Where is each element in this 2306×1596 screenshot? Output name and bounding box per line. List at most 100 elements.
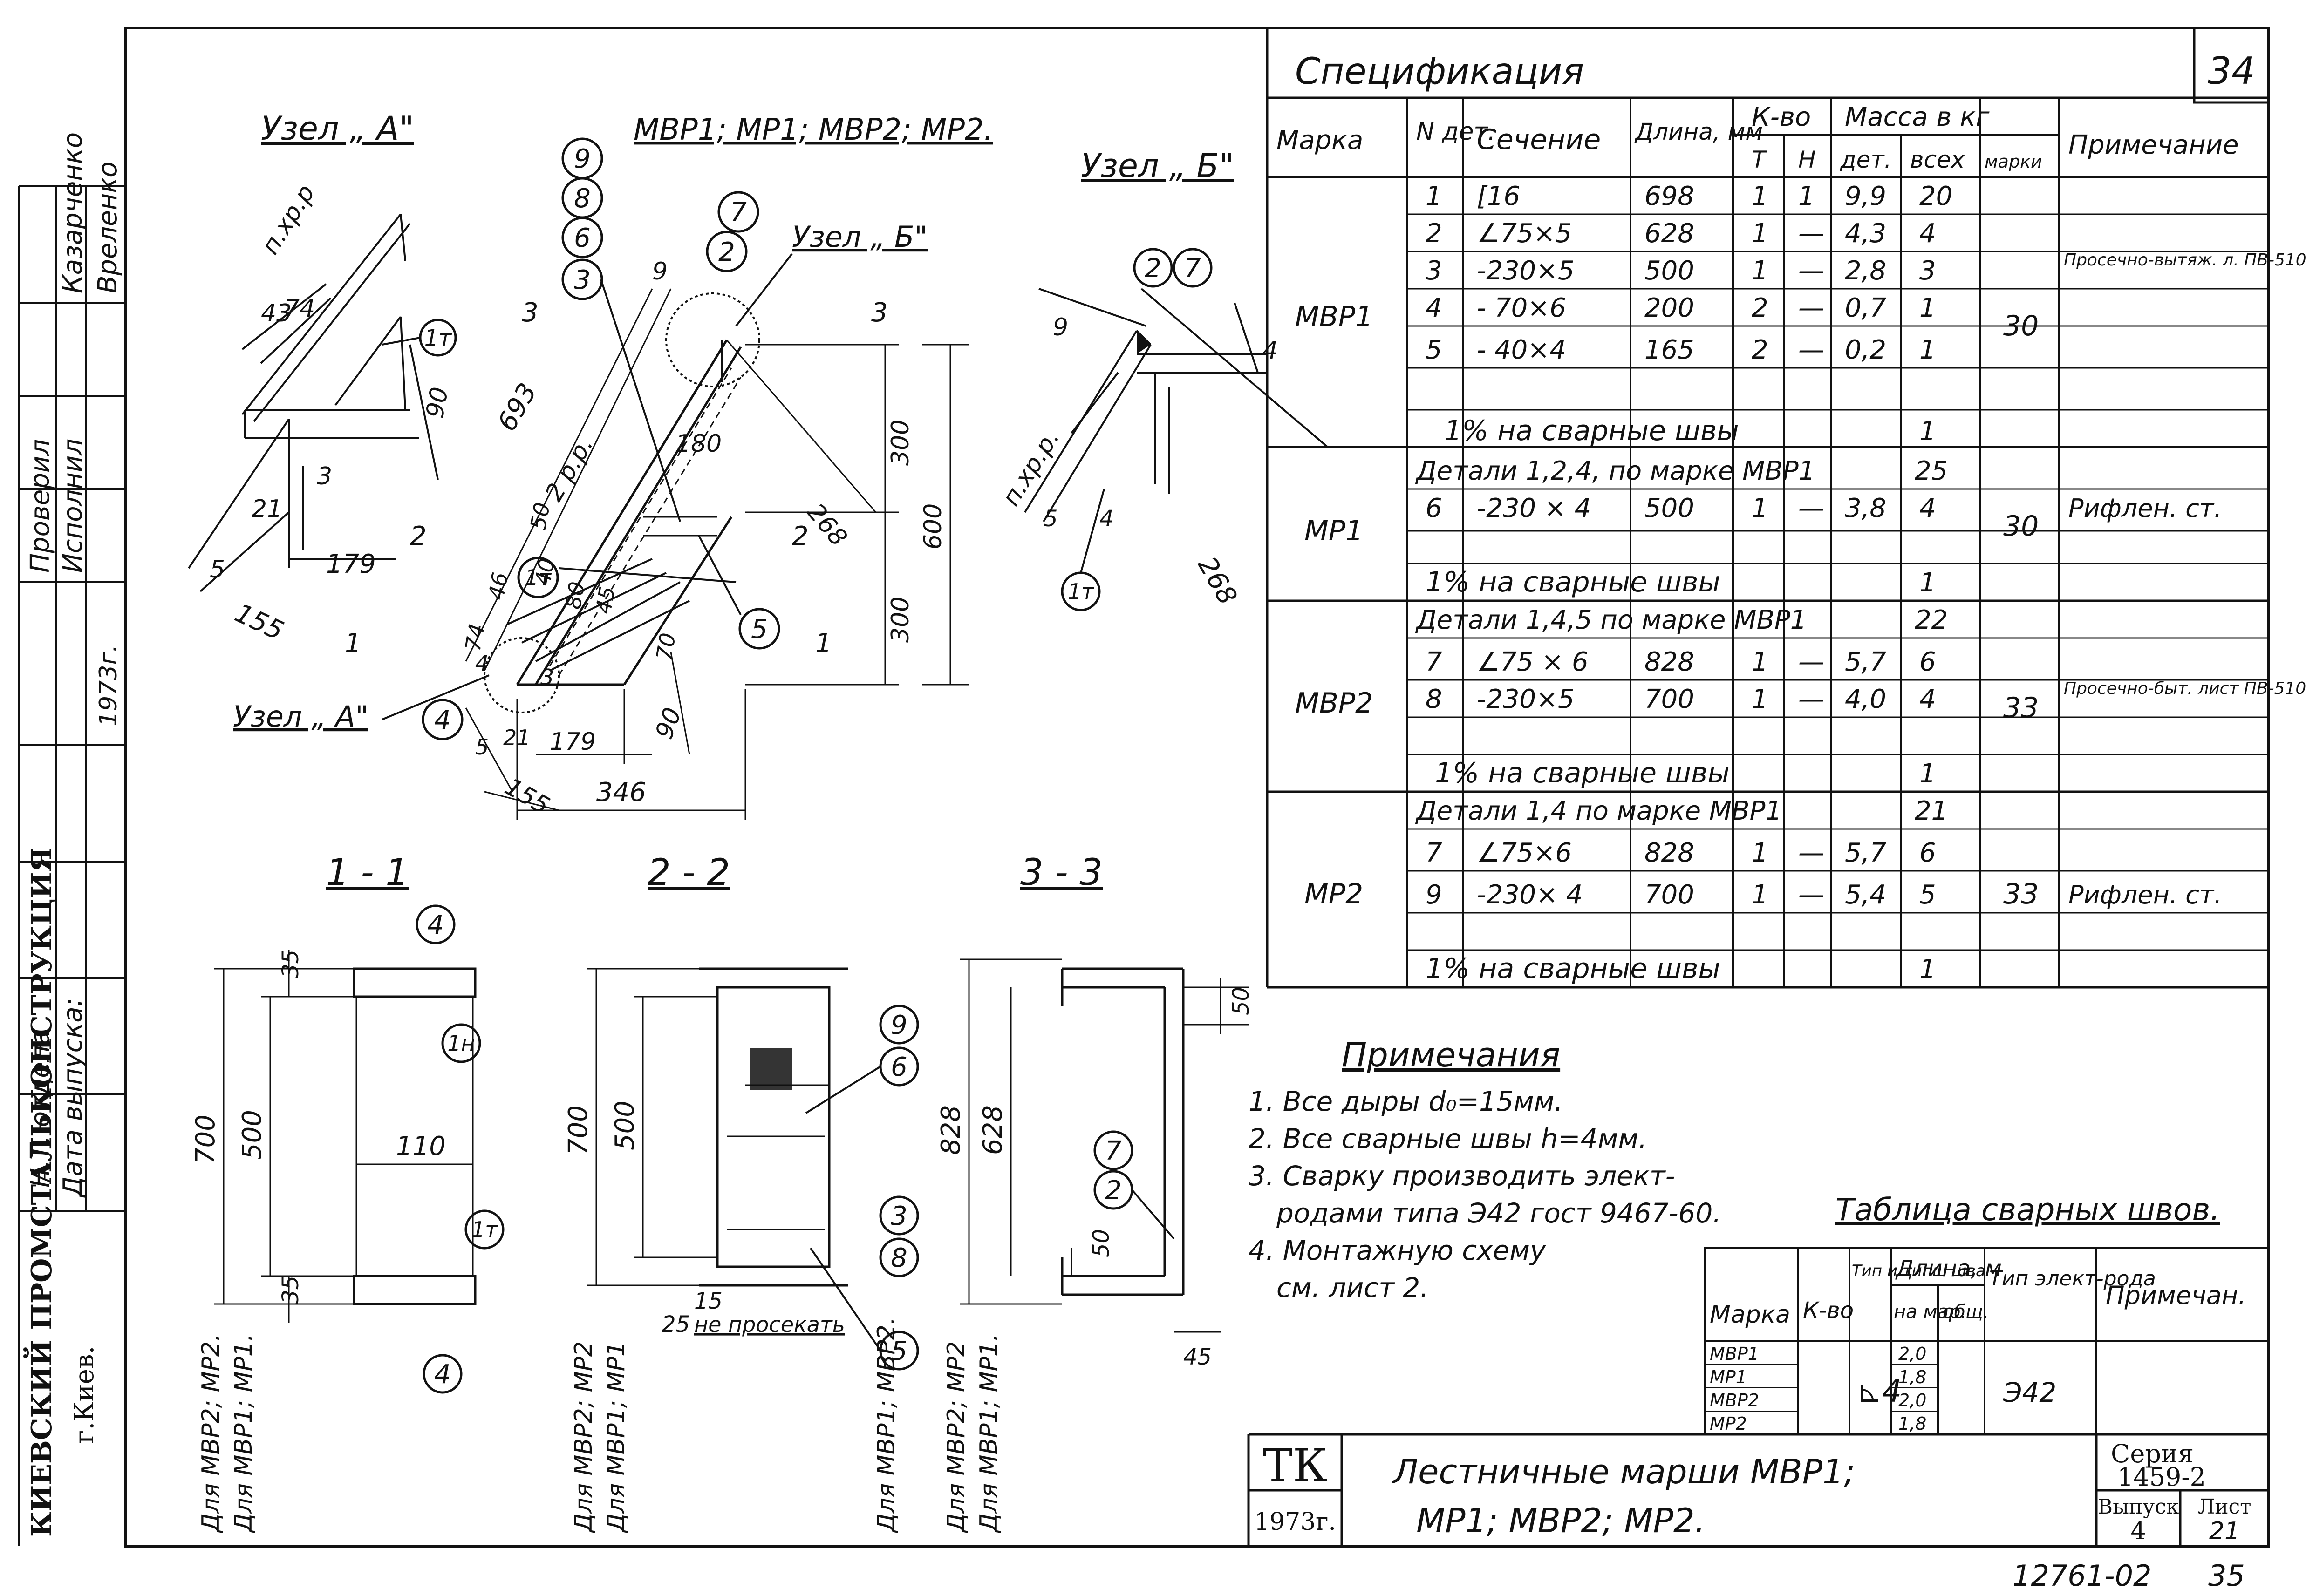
node-b-balloon-7: 7 (1184, 253, 1201, 284)
svg-text:0,2: 0,2 (1845, 335, 1886, 365)
svg-text:5,7: 5,7 (1845, 647, 1886, 677)
tb-series-value: 1459-2 (2117, 1462, 2206, 1492)
spec-detail-val-mr2: 21 (1915, 796, 1948, 826)
svg-text:828: 828 (1644, 647, 1694, 677)
org-city: г.Киев. (69, 1346, 100, 1444)
dim-m-4: 4 (475, 651, 489, 676)
spec-h-mass: Масса в кг (1845, 102, 1990, 132)
dim-m-46: 46 (484, 570, 513, 602)
weld-type-symbol: ⊾4 (1856, 1373, 1902, 1409)
svg-text:-230 × 4: -230 × 4 (1477, 493, 1591, 523)
s2-for-b: Для МВР1; МР1 (602, 1341, 630, 1533)
section-1-1: 1 - 1 35 35 700 500 110 4 1н 1т 4 (191, 852, 505, 1533)
svg-text:—: — (1798, 335, 1824, 365)
dim-a-3: 3 (317, 462, 332, 490)
node-a-title: Узел „ А" (261, 109, 414, 148)
svg-text:500: 500 (1644, 493, 1694, 523)
svg-text:5: 5 (1426, 335, 1442, 365)
tb-logo: ТК (1263, 1440, 1327, 1492)
spec-rows-mr2: 7 ∠75×6 828 1 — 5,7 6 9 -230× 4 700 1 — … (1426, 838, 1936, 910)
note-3b: родами типа Э42 гост 9467-60. (1276, 1197, 1721, 1229)
spec-mass-mvr1: 30 (2003, 310, 2039, 342)
svg-text:—: — (1798, 880, 1824, 910)
spec-weld-val-mvr1: 1 (1919, 416, 1936, 447)
spec-weld-mr1: 1% на сварные швы (1426, 566, 1720, 598)
s3-for-a: Для МВР2; МР2 (942, 1341, 970, 1533)
dim-b-4s: 4 (1099, 506, 1114, 532)
note-1: 1. Все дыры d₀=15мм. (1249, 1086, 1563, 1117)
svg-text:∠75 × 6: ∠75 × 6 (1477, 647, 1589, 677)
cut-2-left: 2 (410, 521, 427, 551)
spec-detail-mvr2: Детали 1,4,5 по марке МВР1 (1415, 605, 1807, 635)
dim-m-180: 180 (675, 430, 722, 458)
svg-text:4,3: 4,3 (1845, 218, 1886, 249)
svg-text:828: 828 (1644, 838, 1694, 868)
dim-b-4: 4 (1262, 337, 1278, 365)
welds-h-marka: Марка (1710, 1301, 1790, 1329)
dim-s3-50b: 50 (1088, 1229, 1114, 1257)
svg-text:1: 1 (1752, 181, 1768, 211)
svg-text:1: 1 (1752, 218, 1768, 249)
spec-h-ndet: N дет. (1416, 118, 1495, 146)
cut-3-right: 3 (871, 298, 888, 328)
svg-text:2,8: 2,8 (1845, 256, 1886, 286)
spec-mark-mr1: МР1 (1304, 515, 1363, 547)
note-4b: см. лист 2. (1276, 1272, 1429, 1304)
svg-text:- 70×6: - 70×6 (1477, 293, 1566, 323)
svg-text:4: 4 (1919, 218, 1936, 249)
dim-m-3: 3 (540, 665, 554, 690)
main-balloon-9: 9 (574, 144, 591, 174)
dim-s3-628: 628 (978, 1105, 1008, 1155)
weld-row-2-len: 1,8 (1898, 1367, 1926, 1387)
welds-h-note: Примечан. (2106, 1281, 2246, 1310)
s2-for-c: Для МВР1; МВР2. (873, 1317, 901, 1533)
s1-for-a: Для МВР2; МР2. (197, 1333, 225, 1533)
dim-m-5: 5 (475, 734, 489, 760)
spec-weld-mvr2: 1% на сварные швы (1435, 757, 1730, 789)
s1-balloon-4b: 4 (434, 1359, 451, 1390)
cut-1-right: 1 (815, 628, 832, 659)
svg-text:9: 9 (1426, 880, 1442, 910)
title-block: ТК 1973г. Лестничные марши МВР1; МР1; МВ… (1247, 1433, 2269, 1546)
dim-a-179: 179 (326, 549, 376, 579)
spec-h-qty-n: Н (1798, 146, 1816, 173)
main-balloon-6: 6 (574, 223, 591, 253)
tb-issue-label: Выпуск (2098, 1495, 2179, 1519)
spec-note-mr1: Рифлен. ст. (2068, 494, 2222, 523)
main-balloon-1t: 1т (525, 565, 552, 590)
svg-text:—: — (1798, 293, 1824, 323)
svg-text:3,8: 3,8 (1845, 493, 1886, 523)
spec-mass-mvr2: 33 (2003, 692, 2039, 724)
spec-h-qty-t: Т (1752, 146, 1767, 173)
spec-h-mass-det: дет. (1840, 146, 1891, 173)
spec-weld-val-mr1: 1 (1919, 568, 1936, 598)
dim-s1-35b: 35 (278, 1276, 304, 1304)
svg-text:-230×5: -230×5 (1477, 684, 1575, 714)
svg-text:5: 5 (1919, 880, 1936, 910)
s2-no-cut: не просекать (694, 1312, 845, 1337)
svg-text:200: 200 (1644, 293, 1694, 323)
spec-mark-mvr1: МВР1 (1295, 300, 1373, 333)
svg-text:—: — (1798, 218, 1824, 249)
spec-rows-mr1: 6 -230 × 4 500 1 — 3,8 4 (1426, 493, 1936, 523)
notes-block: Примечания 1. Все дыры d₀=15мм. 2. Все с… (1249, 1035, 1721, 1304)
dim-s1-700: 700 (191, 1114, 221, 1164)
dim-a-74: 74 (284, 295, 315, 323)
dim-b-9: 9 (1053, 313, 1068, 341)
dim-m-693: 693 (492, 378, 543, 436)
welds-h-length: Длина, м (1895, 1256, 2002, 1282)
svg-text:—: — (1798, 684, 1824, 714)
org-name: КИЕВСКИЙ ПРОМСТАЛЬКОНСТРУКЦИЯ (23, 847, 58, 1537)
strip-issue-label: Дата выпуска: (58, 998, 88, 1198)
svg-text:0,7: 0,7 (1845, 293, 1886, 323)
welds-h-len-mark: на мар. (1894, 1301, 1966, 1323)
svg-text:6: 6 (1919, 647, 1936, 677)
spec-detail-val-mr1: 25 (1915, 456, 1948, 486)
spec-h-mass-all: всех (1910, 146, 1965, 173)
dim-m-179: 179 (550, 728, 596, 756)
dim-s2-700: 700 (563, 1105, 594, 1155)
svg-text:628: 628 (1644, 218, 1694, 249)
svg-text:4: 4 (1426, 293, 1442, 323)
svg-text:1: 1 (1752, 256, 1768, 286)
dim-m-40: 40 (530, 557, 559, 588)
